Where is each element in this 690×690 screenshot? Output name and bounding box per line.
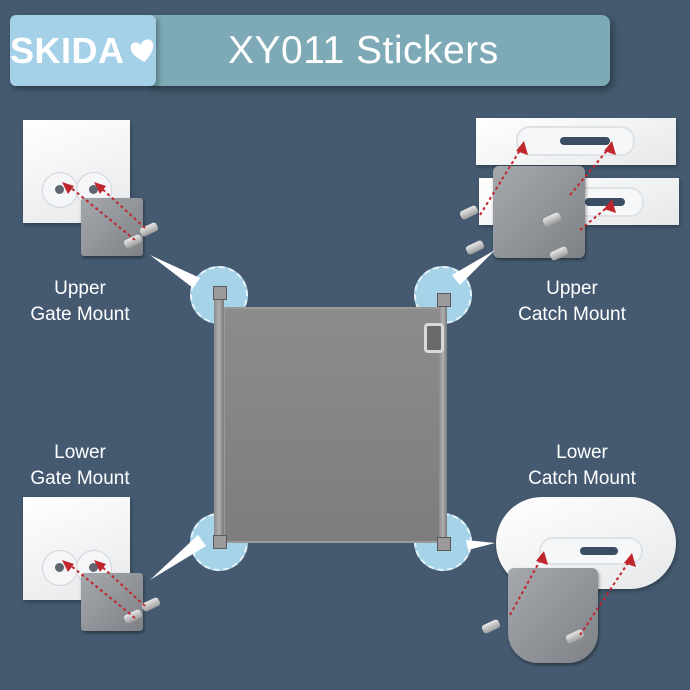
upper-catch-bracket: [493, 166, 585, 258]
label-line1: Lower: [54, 442, 106, 463]
arrow-icon: [62, 182, 146, 241]
heart-icon: [130, 38, 153, 62]
lower-gate-mount-label: Lower Gate Mount: [10, 440, 150, 492]
arrow-icon: [509, 551, 636, 635]
label-line1: Upper: [54, 278, 106, 299]
post-cap: [213, 535, 227, 549]
upper-gate-mount-label: Upper Gate Mount: [10, 276, 150, 328]
post-cap: [437, 293, 451, 307]
arrow-icon: [62, 560, 146, 619]
gate-handle: [424, 323, 444, 353]
gate-post-right: [439, 297, 447, 545]
label-line2: Catch Mount: [528, 468, 636, 489]
brand-name: SKIDA: [10, 29, 125, 71]
upper-catch-mount-label: Upper Catch Mount: [500, 276, 644, 328]
label-line2: Gate Mount: [30, 304, 130, 325]
page-title: XY011 Stickers: [228, 28, 499, 72]
label-line1: Lower: [556, 442, 608, 463]
brand-badge: SKIDA: [10, 15, 156, 86]
retractable-gate-mesh: [223, 307, 444, 543]
label-line1: Upper: [546, 278, 598, 299]
lower-catch-mount-label: Lower Catch Mount: [510, 440, 654, 492]
rosette-left: [42, 172, 78, 208]
lower-catch-bracket: [508, 568, 598, 663]
title-bar: XY011 Stickers: [150, 15, 610, 86]
slot: [580, 547, 618, 555]
label-line2: Gate Mount: [30, 468, 130, 489]
slot: [585, 198, 625, 206]
arrow-icon: [479, 141, 616, 231]
post-cap: [213, 286, 227, 300]
slot: [560, 137, 610, 145]
gate-post-left: [214, 294, 224, 544]
post-cap: [437, 537, 451, 551]
label-line2: Catch Mount: [518, 304, 626, 325]
